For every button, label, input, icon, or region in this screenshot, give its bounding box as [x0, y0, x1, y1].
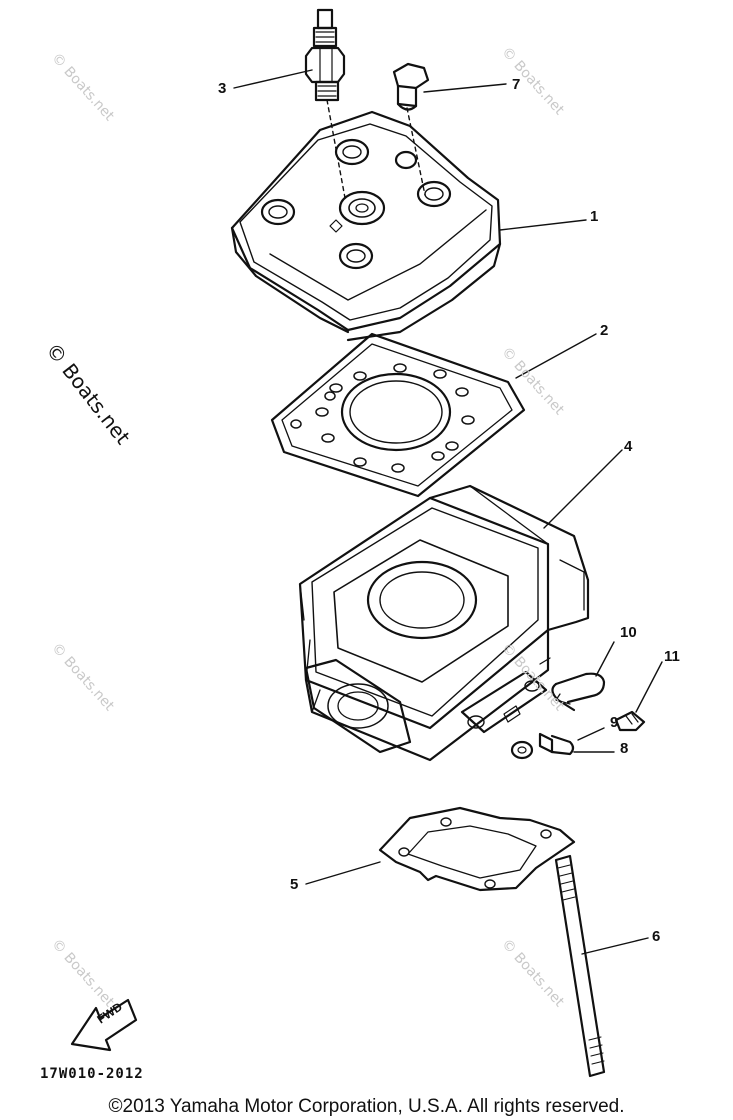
callout-3: 3: [218, 80, 227, 97]
stud-part-6: [554, 854, 606, 1078]
callout-8: 8: [620, 740, 629, 757]
head-gasket-part-2: [270, 332, 526, 498]
washer-part-9: [510, 740, 534, 760]
cylinder-part-4: [298, 484, 590, 762]
callout-10: 10: [620, 624, 637, 641]
copyright-notice: ©2013 Yamaha Motor Corporation, U.S.A. A…: [108, 1096, 625, 1117]
spark-plug-part-3: [304, 8, 346, 199]
callout-7: 7: [512, 76, 521, 93]
cap-bolt-part-7: [392, 62, 430, 196]
cylinder-head-part-1: [230, 110, 502, 342]
callout-2: 2: [600, 322, 609, 339]
callout-9: 9: [610, 714, 619, 731]
leader-lines: [233, 69, 663, 955]
bolt-part-8: [538, 732, 575, 756]
forward-arrow-icon: [70, 998, 138, 1052]
callout-1: 1: [590, 208, 599, 225]
base-gasket-part-5: [378, 806, 576, 892]
callout-11: 11: [664, 648, 680, 665]
screw-part-11: [614, 710, 646, 732]
callout-4: 4: [624, 438, 633, 455]
callout-6: 6: [652, 928, 661, 945]
clip-part-10: [551, 672, 606, 712]
drawing-code: 17W010-2012: [40, 1066, 144, 1082]
callout-5: 5: [290, 876, 299, 893]
